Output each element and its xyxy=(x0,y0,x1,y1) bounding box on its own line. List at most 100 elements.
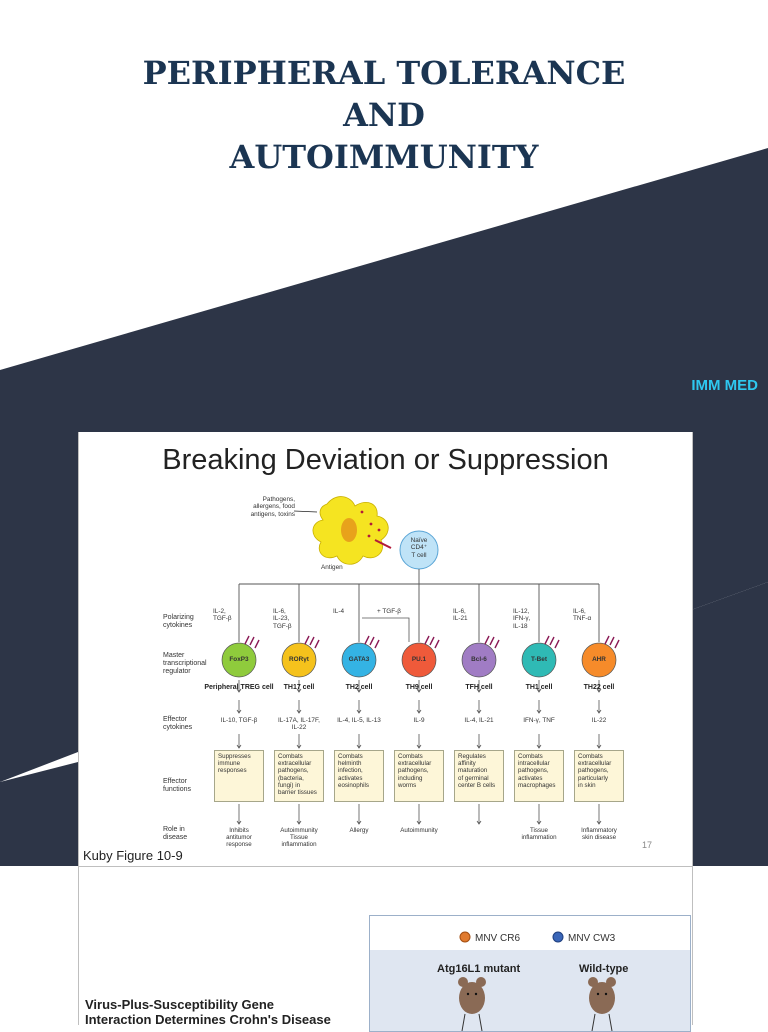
cytokine-line: IL-4, IL-21 xyxy=(464,717,494,724)
cell-type-label: Peripheral TREG cell xyxy=(204,684,274,691)
row-label-line: Effector xyxy=(163,716,187,723)
cell-type-label: TFH cell xyxy=(465,684,493,691)
dendritic-cell-illustration xyxy=(312,496,389,565)
disease-line: Inhibits xyxy=(229,827,249,834)
cell-type-label: TH17 cell xyxy=(283,684,315,691)
th-cell-6 xyxy=(581,642,617,678)
effector-cytokines: IL-4, IL-5, IL-13 xyxy=(327,717,391,724)
row-label-effector-functions: Effector functions xyxy=(163,778,191,794)
polarizing-line: IFN-γ, xyxy=(513,615,531,623)
function-line: affinity xyxy=(458,760,476,768)
polarizing-cytokines: IL-12,IFN-γ,IL-18 xyxy=(513,608,530,630)
polarizing-line: IL-4 xyxy=(333,608,345,615)
flow-arrow xyxy=(536,804,542,825)
naive-line: T cell xyxy=(411,551,427,559)
effector-cytokines: IL-10, TGF-β xyxy=(207,717,271,724)
effector-cytokines: IFN-γ, TNF xyxy=(507,717,571,724)
flow-arrow xyxy=(356,734,362,749)
function-line: (bacteria, xyxy=(278,774,304,782)
function-line: worms xyxy=(398,781,417,789)
cover-slide: PERIPHERAL TOLERANCE AND AUTOIMMUNITY IM… xyxy=(0,0,768,432)
cover-title-line: AUTOIMMUNITY xyxy=(229,138,539,176)
slide-breaking-deviation: Breaking Deviation or Suppression Pathog… xyxy=(78,432,693,866)
function-line: Combats xyxy=(338,753,363,760)
effector-cytokines: IL-22 xyxy=(567,717,631,724)
flow-arrow xyxy=(476,700,482,714)
function-line: eosinophils xyxy=(338,781,369,789)
flow-arrow xyxy=(296,700,302,714)
disease-line: Tissue xyxy=(290,834,308,842)
cover-diagonal-band xyxy=(0,148,768,432)
flow-arrow xyxy=(236,680,242,693)
legend-cr6: MNV CR6 xyxy=(475,933,521,944)
slide-crohns: Virus-Plus-Susceptibility Gene Interacti… xyxy=(78,866,693,1032)
function-line: barrier tissues xyxy=(278,789,317,797)
disease-line: Tissue xyxy=(530,827,548,834)
polarizing-line: IL-6, xyxy=(273,608,286,615)
disease-line: Autoimmunity xyxy=(400,827,438,834)
function-line: Combats xyxy=(278,753,303,760)
function-line: intracellular xyxy=(518,760,550,768)
polarizing-line: IL-6, xyxy=(573,608,586,615)
polarizing-line: IL-21 xyxy=(453,615,468,623)
function-line: infection, xyxy=(338,767,363,775)
function-line: pathogens, xyxy=(398,767,429,775)
function-line: pathogens, xyxy=(278,767,309,775)
th-cell-0 xyxy=(221,642,257,678)
row-label-line: transcriptional xyxy=(163,660,207,667)
function-line: activates xyxy=(518,774,543,782)
function-line: in skin xyxy=(578,781,596,789)
function-line: immune xyxy=(218,760,241,768)
cytokine-line: IL-17A, IL-17F, xyxy=(278,717,320,724)
regulator-label: AHR xyxy=(592,656,606,663)
cytokine-line: IFN-γ, TNF xyxy=(523,717,555,724)
disease-role: Autoimmunity xyxy=(387,827,451,834)
slide-title: Breaking Deviation or Suppression xyxy=(162,444,609,476)
figure-caption: Kuby Figure 10-9 xyxy=(83,848,183,863)
function-line: macrophages xyxy=(518,781,556,789)
function-line: Combats xyxy=(398,753,423,760)
regulator-label: GATA3 xyxy=(348,656,370,663)
function-line: extracellular xyxy=(278,760,312,768)
disease-line: antitumor xyxy=(226,834,252,842)
regulator-label: RORγt xyxy=(289,656,309,663)
function-line: helminth xyxy=(338,760,362,768)
function-line: of germinal xyxy=(458,774,489,782)
regulator-label: T-Bet xyxy=(531,656,547,663)
disease-line: Allergy xyxy=(349,827,369,834)
cover-title-line: AND xyxy=(343,96,425,134)
disease-line: Autoimmunity xyxy=(280,827,318,834)
th-cell-4 xyxy=(461,642,497,678)
function-line: including xyxy=(398,774,423,782)
polarizing-line: IL-23, xyxy=(273,615,290,623)
effector-cytokines: IL-4, IL-21 xyxy=(447,717,511,724)
flow-arrow xyxy=(296,804,302,825)
row-label-master: Master transcriptional regulator xyxy=(163,652,207,676)
flow-arrow xyxy=(356,680,362,693)
flow-arrow xyxy=(296,734,302,749)
th-differentiation-diagram xyxy=(221,496,620,825)
flow-arrow xyxy=(536,680,542,693)
polarizing-cytokines: IL-6,IL-23,TGF-β xyxy=(273,608,292,630)
function-line: Combats xyxy=(578,753,603,760)
row-label-polarizing: Polarizing cytokines xyxy=(163,614,194,630)
flow-arrow xyxy=(476,804,482,825)
th-cell-3 xyxy=(401,642,437,678)
regulator-label: Bcl-6 xyxy=(471,656,487,663)
row-label-line: cytokines xyxy=(163,622,193,629)
row-label-line: Role in xyxy=(163,826,185,833)
cell-type-label: TH9 cell xyxy=(405,684,433,691)
panel-atg16l1: Atg16L1 mutant xyxy=(437,963,521,975)
flow-arrow xyxy=(536,700,542,714)
pathogens-line: antigens, toxins xyxy=(250,510,295,518)
slide2-title-line: Virus-Plus-Susceptibility Gene xyxy=(85,997,275,1012)
